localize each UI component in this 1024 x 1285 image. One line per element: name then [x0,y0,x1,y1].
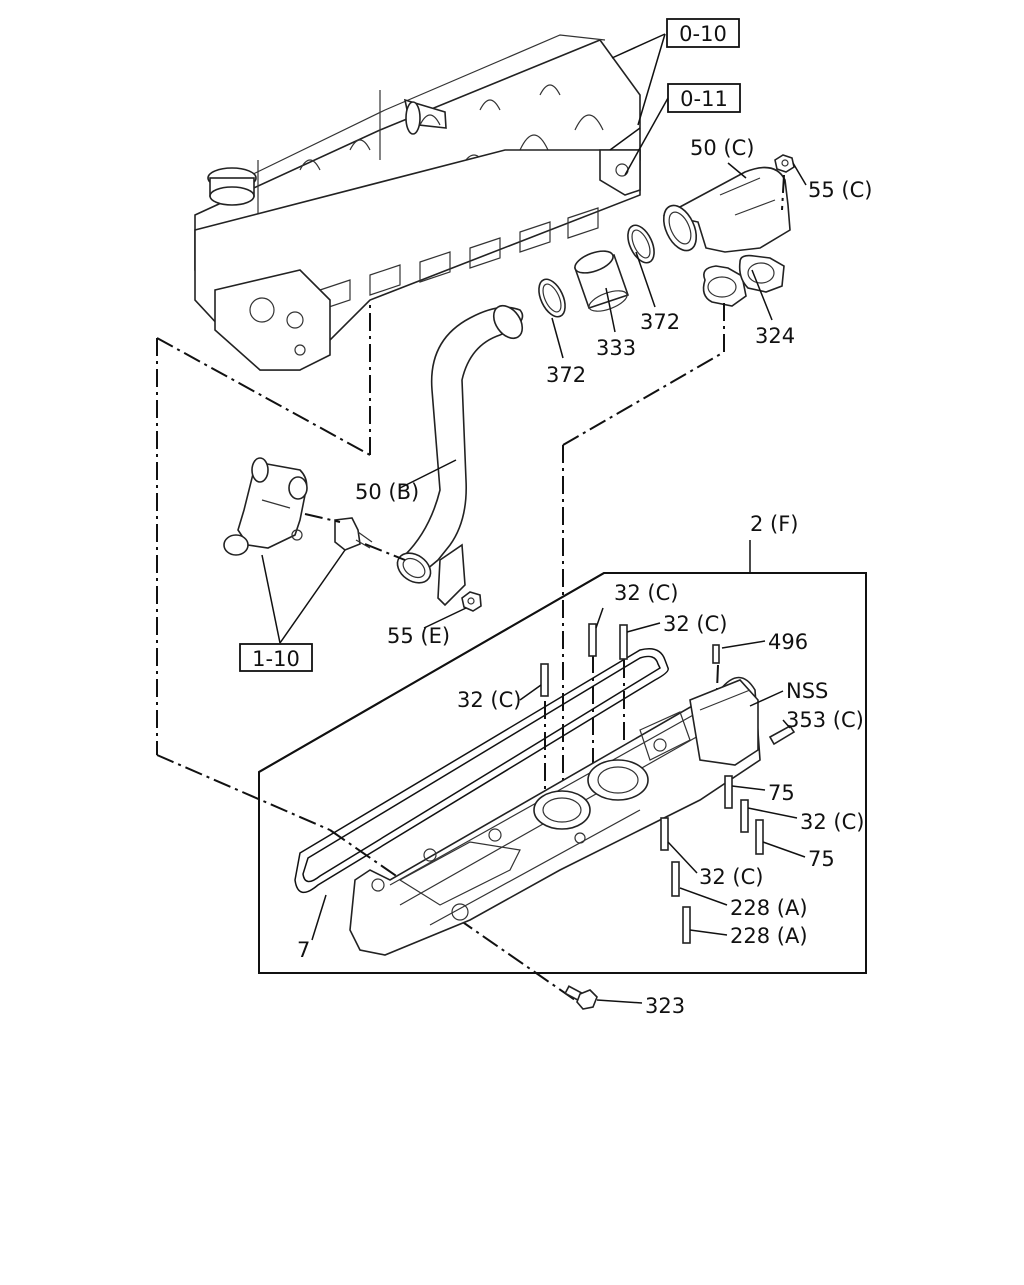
label-2f: 2 (F) [750,512,799,536]
gasket-7 [294,648,669,894]
bolt-323 [564,985,598,1010]
label-7: 7 [297,938,310,962]
hose-clamp-372-upper [627,224,655,264]
label-50b: 50 (B) [355,480,419,504]
label-333: 333 [596,336,636,360]
ref-0-11-label: 0-11 [680,87,728,111]
hose-333 [573,250,630,312]
label-32c-a: 32 (C) [614,581,678,605]
label-228a-b: 228 (A) [730,924,808,948]
label-32c-c: 32 (C) [457,688,521,712]
sensor-bracket-assembly [223,457,308,556]
ref-0-10-label: 0-10 [679,22,727,46]
temperature-sensor [334,517,373,551]
label-75-b: 75 [808,847,835,871]
gasket-324 [702,254,785,307]
intake-manifold-body [349,676,761,956]
pin-496 [712,644,720,664]
hose-clamp-372-lower [538,278,566,318]
studs [540,623,796,944]
water-outlet-pipe-50c [662,166,791,253]
reference-callout-0-10: 0-10 [611,18,740,126]
label-32c-b: 32 (C) [663,612,727,636]
stud-32c-e [660,817,669,851]
stud-32c-c [619,624,628,660]
stud-75-b [755,819,764,855]
label-323: 323 [645,994,685,1018]
stud-228a-a [671,861,680,897]
label-75-a: 75 [768,781,795,805]
label-55c: 55 (C) [808,178,872,202]
reference-callout-0-11: 0-11 [624,83,741,176]
nut-55c [774,154,795,173]
callout-labels: 50 (C) 55 (C) 372 333 372 324 50 (B) 55 … [297,136,872,1018]
stud-75-a [724,775,733,809]
bolt-353c [768,724,796,746]
label-353c: 353 (C) [786,708,864,732]
label-372-lower: 372 [546,363,586,387]
water-pipe-50b [396,304,524,607]
stud-228a-b [682,906,691,944]
label-496: 496 [768,630,808,654]
stud-32c-b [588,623,597,657]
nut-55e [461,591,482,612]
label-228a-a: 228 (A) [730,896,808,920]
ref-1-10-label: 1-10 [252,647,300,671]
cylinder-head-illustration [194,34,641,371]
stud-32c-d [740,799,749,833]
label-32c-d: 32 (C) [800,810,864,834]
label-32c-e: 32 (C) [699,865,763,889]
label-372-upper: 372 [640,310,680,334]
leader-lines [311,162,807,1004]
manifold-assembly-frame [258,540,867,974]
label-324: 324 [755,324,795,348]
label-nss: NSS [786,679,828,703]
stud-32c-a [540,663,549,697]
reference-callout-1-10: 1-10 [239,549,346,672]
label-50c: 50 (C) [690,136,754,160]
label-55e: 55 (E) [387,624,450,648]
